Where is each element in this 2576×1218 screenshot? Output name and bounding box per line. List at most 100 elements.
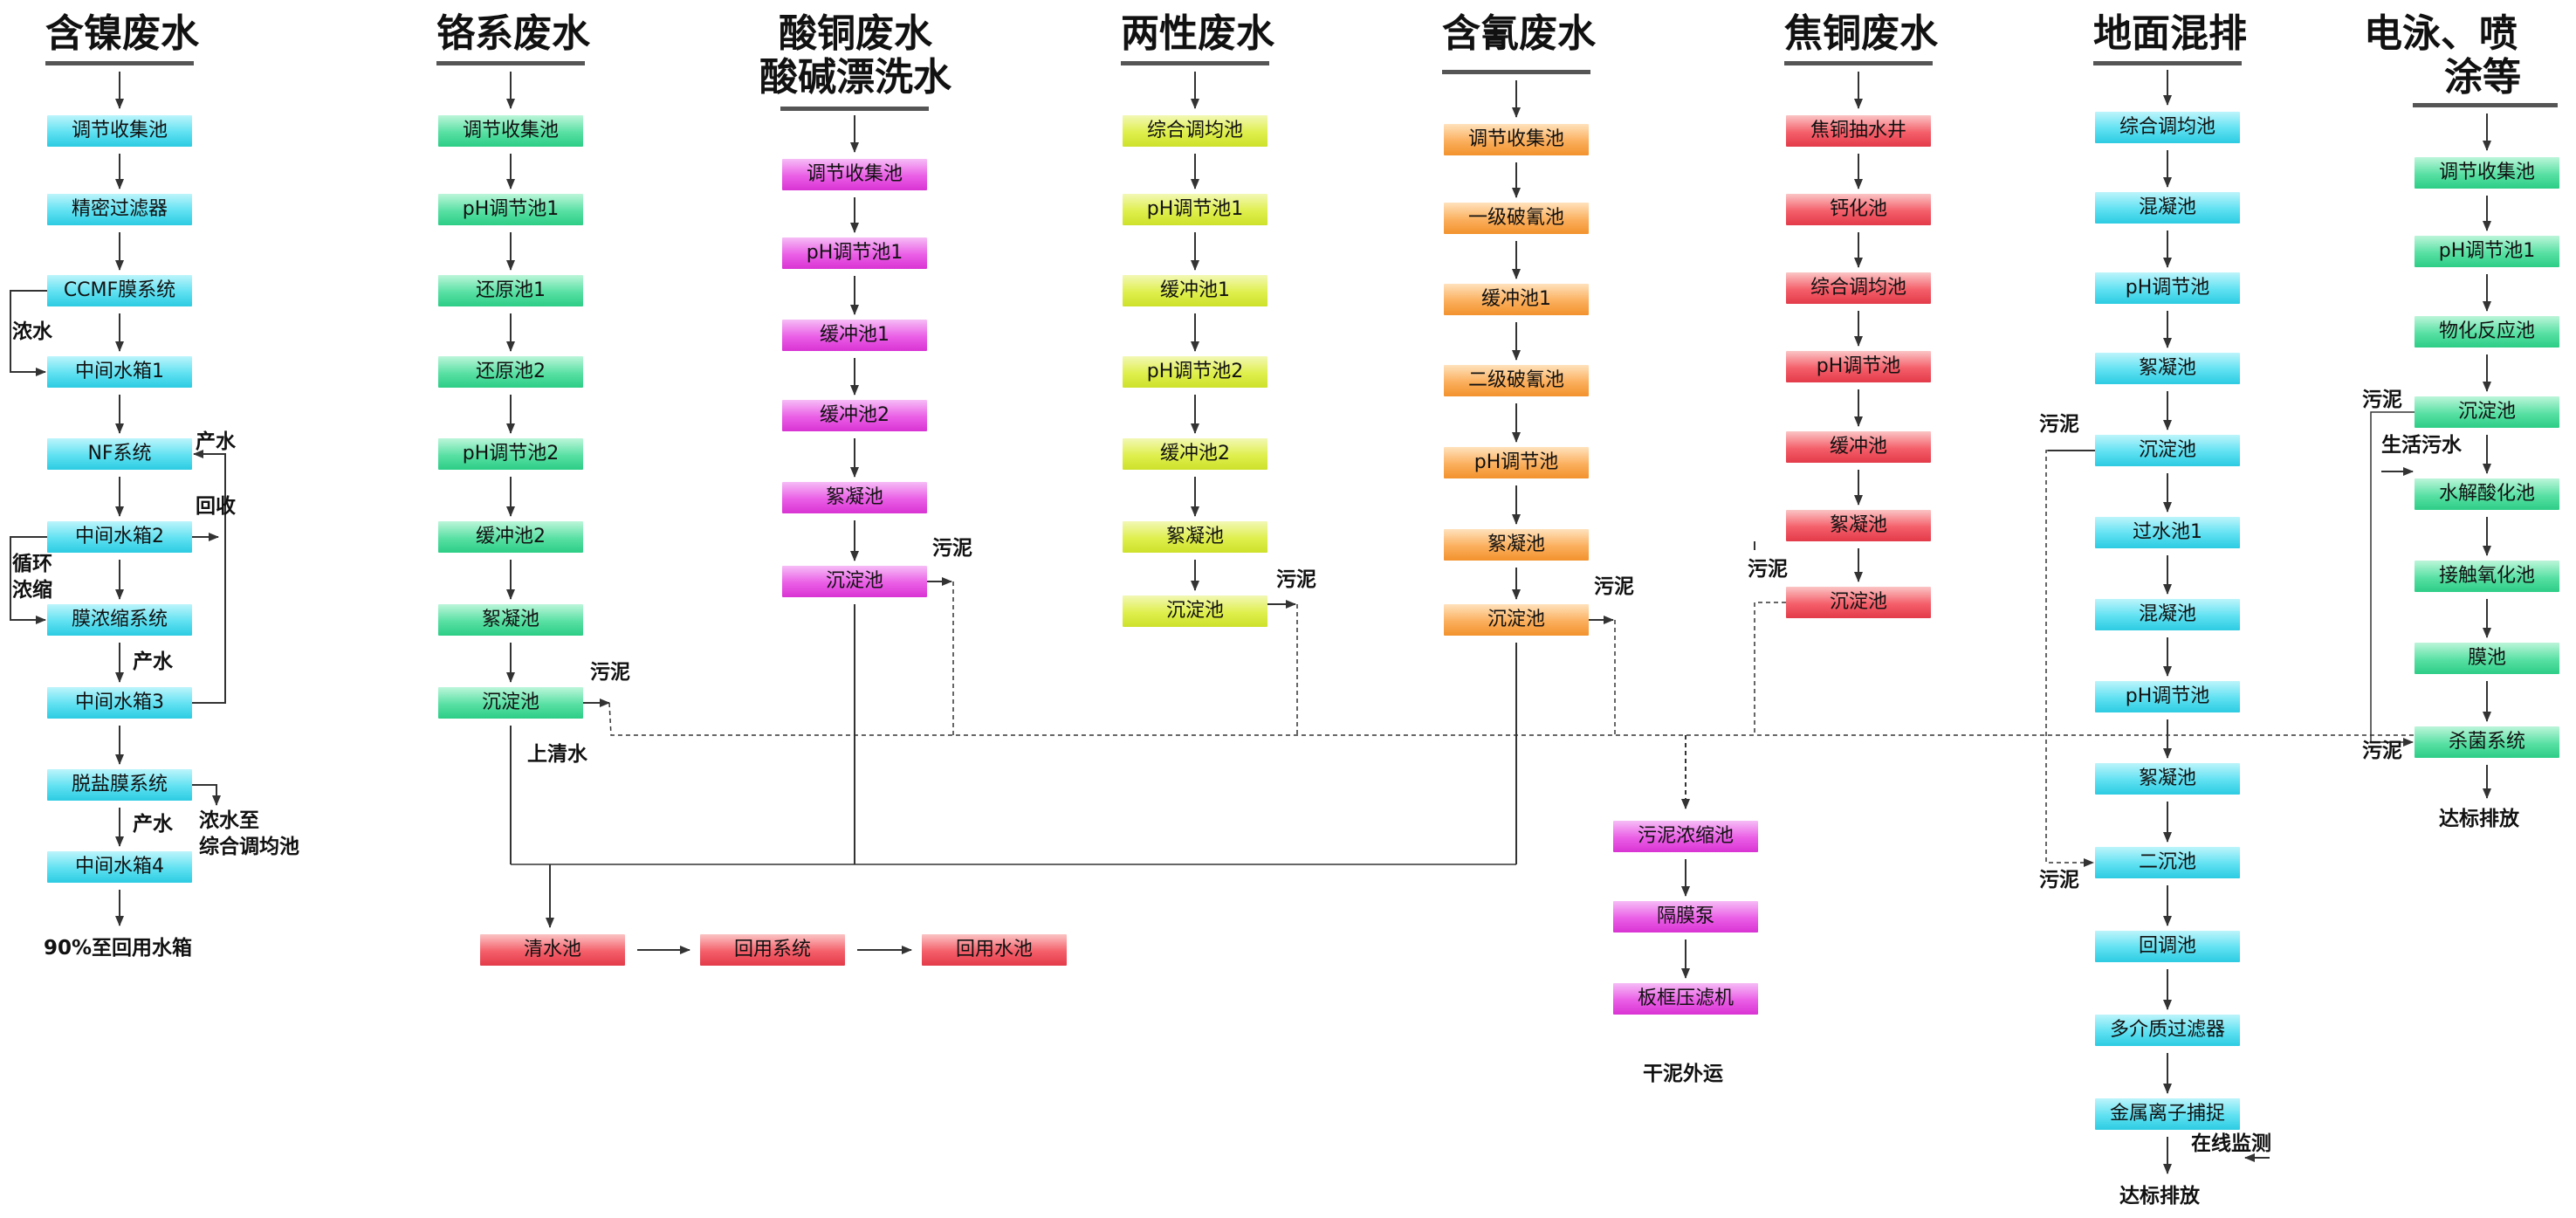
title-chrome: 铬系废水 (436, 11, 590, 56)
connector (1754, 602, 1786, 735)
nickel-box: 中间水箱3 (47, 687, 192, 719)
label-sludge: 污泥 (2362, 740, 2402, 762)
label-sludge: 污泥 (1276, 568, 1316, 591)
cyanide-box: 缓冲池1 (1444, 284, 1589, 315)
amphoteric-box: pH调节池2 (1123, 356, 1267, 388)
label-discharge: 达标排放 (2439, 808, 2519, 830)
acid-copper-box: 缓冲池1 (782, 320, 927, 351)
sludge-box: 污泥浓缩池 (1613, 821, 1758, 852)
coke-copper-box: 钙化池 (1786, 194, 1931, 225)
label-sludge: 污泥 (1594, 575, 1634, 598)
nickel-box: NF系统 (47, 438, 192, 470)
connector (10, 536, 47, 624)
chrome-box: 沉淀池 (438, 687, 583, 719)
coke-copper-box: pH调节池 (1786, 351, 1931, 382)
title-underline (2413, 103, 2558, 107)
acid-copper-box: 缓冲池2 (782, 400, 927, 431)
connector (2045, 450, 2095, 867)
nickel-box: 中间水箱2 (47, 521, 192, 553)
label-discharge: 达标排放 (2119, 1185, 2200, 1208)
floor-box: 混凝池 (2095, 192, 2240, 224)
title-electro-coating: 涂等 (2444, 55, 2521, 100)
chrome-box: 缓冲池2 (438, 521, 583, 553)
sludge-box: 板框压滤机 (1613, 983, 1758, 1015)
label-product: 产水 (196, 430, 236, 453)
title-underline (2093, 61, 2242, 65)
amphoteric-box: 综合调均池 (1123, 115, 1267, 147)
electro-box: 接触氧化池 (2415, 561, 2559, 592)
nickel-box: CCMF膜系统 (47, 275, 192, 306)
title-underline (436, 61, 585, 65)
cyanide-box: 一级破氰池 (1444, 203, 1589, 234)
electro-box: 膜池 (2415, 643, 2559, 674)
chrome-box: 絮凝池 (438, 604, 583, 636)
electro-box: 杀菌系统 (2415, 726, 2559, 758)
nickel-box: 调节收集池 (47, 115, 192, 147)
chrome-box: pH调节池1 (438, 194, 583, 225)
label-concentrate: 浓水 (12, 320, 52, 343)
label-sludge: 污泥 (2039, 869, 2079, 891)
nickel-box: 精密过滤器 (47, 194, 192, 225)
nickel-box: 膜浓缩系统 (47, 604, 192, 636)
label-dry-sludge-out: 干泥外运 (1643, 1063, 1723, 1085)
amphoteric-box: 絮凝池 (1123, 521, 1267, 553)
label-sludge: 污泥 (2362, 389, 2402, 411)
label-domestic-sewage: 生活污水 (2381, 434, 2462, 457)
electro-box: 水解酸化池 (2415, 478, 2559, 510)
floor-box: 絮凝池 (2095, 353, 2240, 384)
floor-box: 回调池 (2095, 931, 2240, 962)
coke-copper-box: 焦铜抽水井 (1786, 115, 1931, 147)
cyanide-box: 调节收集池 (1444, 124, 1589, 155)
sludge-box: 隔膜泵 (1613, 901, 1758, 932)
cyanide-box: 沉淀池 (1444, 604, 1589, 636)
label-sludge: 污泥 (2039, 413, 2079, 436)
label-product: 产水 (133, 813, 173, 836)
coke-copper-box: 絮凝池 (1786, 510, 1931, 541)
floor-box: 过水池1 (2095, 517, 2240, 548)
electro-box: 物化反应池 (2415, 316, 2559, 348)
title-coke-copper: 焦铜废水 (1784, 11, 1938, 56)
floor-box: 二沉池 (2095, 847, 2240, 878)
label-product: 产水 (133, 650, 173, 673)
connector (192, 784, 221, 806)
title-acid-copper-rinse: 酸碱漂洗水 (759, 55, 951, 100)
title-underline (45, 61, 194, 65)
amphoteric-box: 缓冲池2 (1123, 438, 1267, 470)
nickel-box: 脱盐膜系统 (47, 769, 192, 801)
acid-copper-box: 沉淀池 (782, 566, 927, 597)
connector (192, 450, 226, 704)
coke-copper-box: 沉淀池 (1786, 587, 1931, 618)
chrome-box: 调节收集池 (438, 115, 583, 147)
connector (608, 702, 2427, 736)
title-electro: 电泳、喷 (2364, 11, 2518, 56)
reuse-box: 回用水池 (922, 934, 1067, 966)
floor-box: 絮凝池 (2095, 763, 2240, 795)
label-concentrate-to: 浓水至 (199, 809, 259, 832)
amphoteric-box: 沉淀池 (1123, 595, 1267, 627)
title-nickel: 含镍废水 (45, 11, 199, 56)
chrome-box: pH调节池2 (438, 438, 583, 470)
floor-box: pH调节池 (2095, 681, 2240, 712)
chrome-box: 还原池2 (438, 356, 583, 388)
cyanide-box: 絮凝池 (1444, 529, 1589, 561)
connector (10, 290, 47, 376)
nickel-box: 中间水箱4 (47, 851, 192, 883)
label-online-monitoring: 在线监测 (2191, 1132, 2271, 1155)
label-recover: 回收 (196, 495, 236, 518)
title-underline (780, 107, 929, 111)
floor-box: 多介质过滤器 (2095, 1015, 2240, 1046)
floor-box: 沉淀池 (2095, 435, 2240, 466)
floor-box: 金属离子捕捉 (2095, 1098, 2240, 1130)
coke-copper-box: 缓冲池 (1786, 431, 1931, 463)
connector (2370, 411, 2415, 747)
label-cycle: 循环 (12, 553, 52, 575)
nickel-box: 中间水箱1 (47, 356, 192, 388)
floor-box: 混凝池 (2095, 599, 2240, 630)
acid-copper-box: 絮凝池 (782, 482, 927, 513)
chrome-box: 还原池1 (438, 275, 583, 306)
title-acid-copper: 酸铜废水 (779, 11, 932, 56)
label-to-equalization: 综合调均池 (199, 836, 299, 858)
floor-box: 综合调均池 (2095, 112, 2240, 143)
